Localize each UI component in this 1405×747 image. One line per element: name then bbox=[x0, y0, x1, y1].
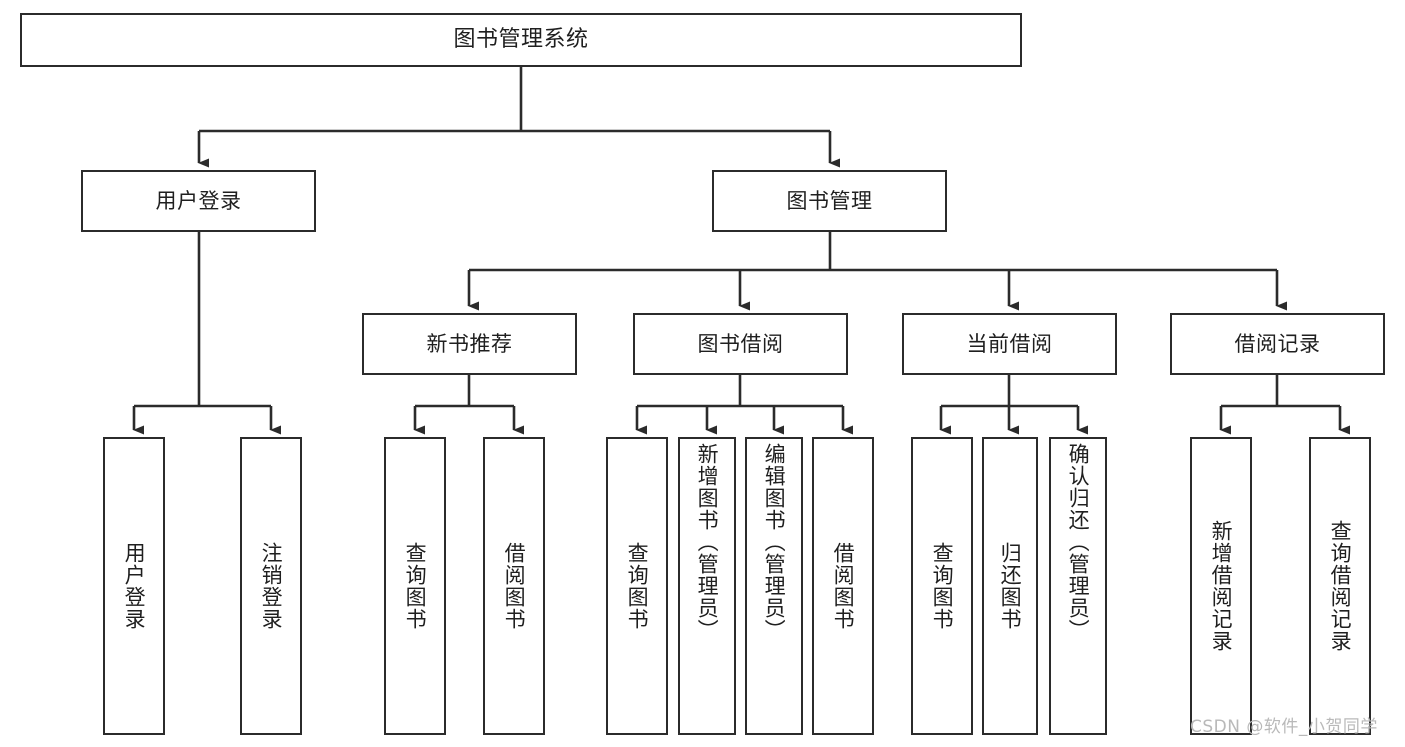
leaf-query-borrow-record[interactable]: 查询借阅记录 bbox=[1309, 437, 1371, 735]
node-label: 新增借阅记录 bbox=[1209, 520, 1234, 652]
node-label: 查询图书 bbox=[930, 542, 955, 630]
leaf-borrow-book-recommend[interactable]: 借阅图书 bbox=[483, 437, 545, 735]
node-book-borrow[interactable]: 图书借阅 bbox=[633, 313, 848, 375]
leaf-user-login[interactable]: 用户登录 bbox=[103, 437, 165, 735]
node-label: 新增图书（管理员） bbox=[695, 443, 720, 641]
node-label: 查询图书 bbox=[625, 542, 650, 630]
node-label: 用户登录 bbox=[155, 188, 242, 213]
leaf-query-book-current[interactable]: 查询图书 bbox=[911, 437, 973, 735]
leaf-add-borrow-record[interactable]: 新增借阅记录 bbox=[1190, 437, 1252, 735]
leaf-add-book-admin[interactable]: 新增图书（管理员） bbox=[678, 437, 736, 735]
node-label: 新书推荐 bbox=[426, 331, 513, 356]
csdn-watermark: CSDN @软件_小贺同学 bbox=[1190, 717, 1378, 737]
leaf-confirm-return-admin[interactable]: 确认归还（管理员） bbox=[1049, 437, 1107, 735]
node-current-borrow[interactable]: 当前借阅 bbox=[902, 313, 1117, 375]
leaf-logout-login[interactable]: 注销登录 bbox=[240, 437, 302, 735]
node-label: 查询图书 bbox=[403, 542, 428, 630]
node-label: 编辑图书（管理员） bbox=[762, 443, 787, 641]
node-borrow-record[interactable]: 借阅记录 bbox=[1170, 313, 1385, 375]
leaf-return-book[interactable]: 归还图书 bbox=[982, 437, 1038, 735]
node-label: 借阅记录 bbox=[1234, 331, 1321, 356]
leaf-query-book-recommend[interactable]: 查询图书 bbox=[384, 437, 446, 735]
node-user-login[interactable]: 用户登录 bbox=[81, 170, 316, 232]
leaf-edit-book-admin[interactable]: 编辑图书（管理员） bbox=[745, 437, 803, 735]
leaf-query-book-borrow[interactable]: 查询图书 bbox=[606, 437, 668, 735]
node-label: 图书管理系统 bbox=[453, 27, 589, 53]
node-book-manage[interactable]: 图书管理 bbox=[712, 170, 947, 232]
node-root-system[interactable]: 图书管理系统 bbox=[20, 13, 1022, 67]
node-label: 注销登录 bbox=[259, 542, 284, 630]
node-new-book-recommend[interactable]: 新书推荐 bbox=[362, 313, 577, 375]
node-label: 归还图书 bbox=[998, 542, 1023, 630]
node-label: 确认归还（管理员） bbox=[1066, 443, 1091, 641]
node-label: 图书借阅 bbox=[697, 331, 784, 356]
leaf-borrow-book-borrow[interactable]: 借阅图书 bbox=[812, 437, 874, 735]
node-label: 借阅图书 bbox=[831, 542, 856, 630]
node-label: 查询借阅记录 bbox=[1328, 520, 1353, 652]
node-label: 借阅图书 bbox=[502, 542, 527, 630]
node-label: 当前借阅 bbox=[966, 331, 1053, 356]
node-label: 图书管理 bbox=[786, 188, 873, 213]
node-label: 用户登录 bbox=[122, 542, 147, 630]
